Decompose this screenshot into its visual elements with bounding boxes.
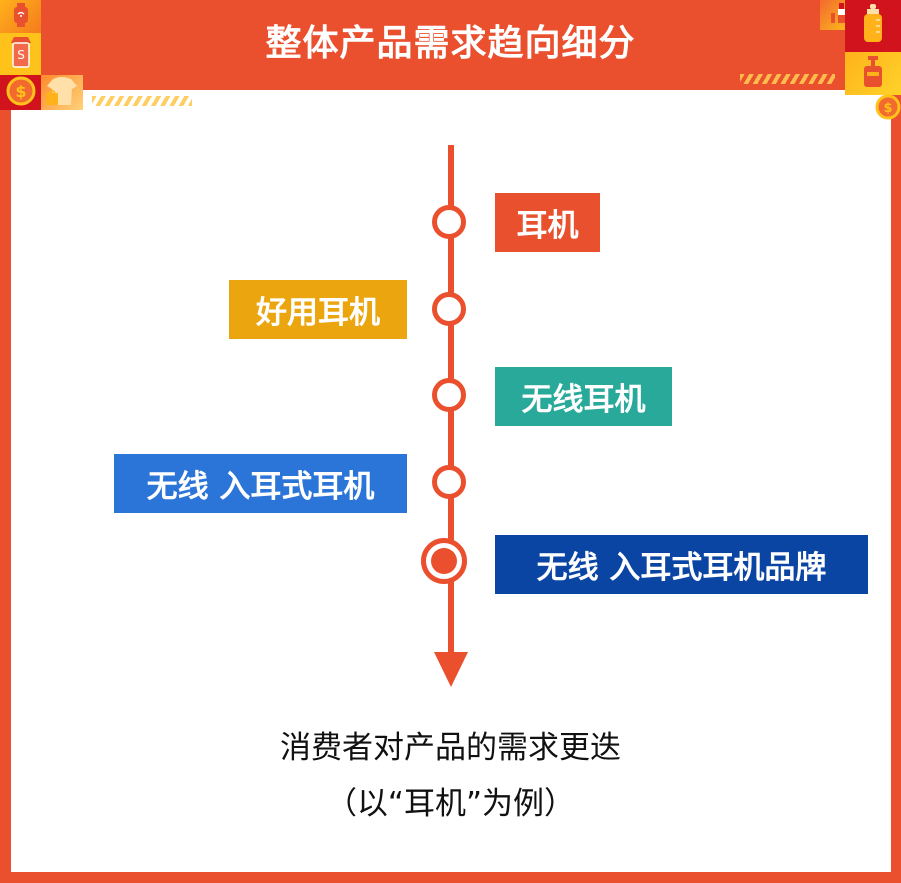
timeline-node-3 — [432, 378, 466, 412]
baby-bottle-icon — [862, 4, 884, 48]
page-title: 整体产品需求趋向细分 — [265, 23, 636, 64]
shop-phone-icon: S — [10, 35, 32, 73]
caption-line-1: 消费者对产品的需求更迭 — [280, 730, 621, 766]
arrow-down-icon — [434, 652, 468, 687]
shirt-tile — [41, 75, 83, 110]
step-label-3: 无线耳机 — [495, 367, 672, 426]
coin-tile: $ — [0, 75, 41, 110]
smartwatch-icon — [13, 2, 29, 31]
baby-bottle-tile — [845, 0, 901, 52]
stripe-decoration-left — [92, 96, 192, 106]
coin-dollar-icon: $ — [875, 94, 901, 124]
timeline-node-2 — [432, 292, 466, 326]
shirt-bag-icon — [45, 76, 79, 110]
stripe-decoration-right — [740, 74, 835, 84]
caption-line-2: （以“耳机”为例） — [325, 786, 576, 822]
coin-tile-right: $ — [874, 94, 901, 124]
step-label-4: 无线 入耳式耳机 — [114, 454, 407, 513]
coin-dollar-icon: $ — [6, 76, 36, 110]
timeline-node-4 — [432, 465, 466, 499]
smartwatch-tile — [0, 0, 41, 33]
lipstick-icon — [828, 1, 848, 29]
svg-text:$: $ — [15, 82, 26, 101]
svg-text:$: $ — [883, 101, 892, 116]
timeline-node-1 — [432, 205, 466, 239]
svg-text:S: S — [17, 48, 25, 62]
shop-phone-tile: S — [0, 33, 41, 75]
step-label-5: 无线 入耳式耳机品牌 — [495, 535, 868, 594]
step-label-2: 好用耳机 — [229, 280, 407, 339]
lotion-bottle-icon — [862, 55, 884, 92]
timeline-node-5-active — [421, 538, 467, 584]
step-label-1: 耳机 — [495, 193, 600, 252]
lotion-tile — [845, 52, 901, 95]
